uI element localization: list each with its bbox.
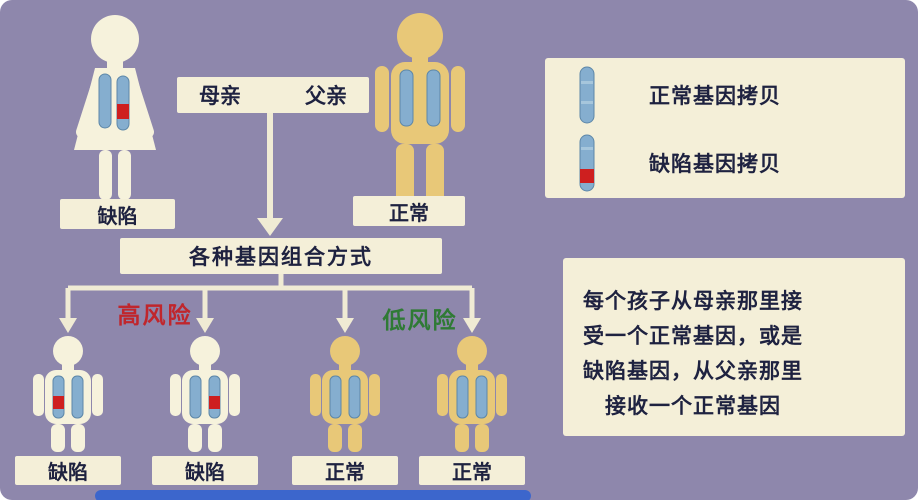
- low-risk-label: 低风险: [382, 307, 458, 333]
- description-line-2: 受一个正常基因，或是: [583, 325, 803, 348]
- high-risk-label: 高风险: [117, 302, 193, 328]
- child-status-label: 缺陷: [152, 456, 258, 485]
- legend-panel: 正常基因拷贝 缺陷基因拷贝: [545, 58, 905, 198]
- description-panel: 每个孩子从母亲那里接 受一个正常基因，或是 缺陷基因，从父亲那里 接收一个正常基…: [563, 258, 905, 436]
- parents-label-box: 母亲 父亲: [177, 77, 369, 113]
- down-arrow-icon: [257, 113, 283, 236]
- normal-chromosome-icon: [475, 375, 488, 419]
- father-figure: [365, 10, 475, 213]
- child-figure-2: [165, 336, 245, 459]
- child-figure-4: [432, 336, 512, 459]
- bottom-blue-bar: [95, 490, 531, 500]
- branch-tree: [59, 274, 481, 333]
- defective-chromosome-icon: [52, 375, 65, 419]
- normal-chromosome-icon: [399, 69, 414, 127]
- child-status-label: 正常: [419, 456, 525, 485]
- normal-chromosome-icon: [456, 375, 469, 419]
- description-line-3: 缺陷基因，从父亲那里: [583, 360, 803, 383]
- mother-status-label: 缺陷: [60, 199, 175, 229]
- defective-chromosome-icon: [208, 375, 221, 419]
- description-line-1: 每个孩子从母亲那里接: [583, 290, 803, 313]
- child-status-label: 正常: [292, 456, 398, 485]
- normal-chromosome-icon: [579, 66, 595, 124]
- father-label: 父亲: [305, 85, 347, 108]
- legend-defective-label: 缺陷基因拷贝: [649, 153, 781, 176]
- mother-label: 母亲: [199, 85, 241, 108]
- mother-silhouette: [74, 15, 156, 200]
- legend-normal-label: 正常基因拷贝: [649, 85, 781, 108]
- description-line-4: 接收一个正常基因: [605, 395, 781, 418]
- combination-box: 各种基因组合方式: [120, 238, 442, 274]
- normal-chromosome-icon: [98, 73, 112, 129]
- child-silhouette: [33, 336, 103, 452]
- normal-chromosome-icon: [189, 375, 202, 419]
- child-silhouette: [310, 336, 380, 452]
- normal-chromosome-icon: [426, 69, 441, 127]
- legend-row-defective: 缺陷基因拷贝: [545, 132, 905, 194]
- father-silhouette: [375, 13, 465, 206]
- mother-figure: [55, 12, 175, 212]
- child-silhouette: [437, 336, 507, 452]
- child-figure-1: [28, 336, 108, 459]
- child-status-label: 缺陷: [15, 456, 121, 485]
- defective-chromosome-icon: [116, 75, 130, 131]
- child-figure-3: [305, 336, 385, 459]
- father-status-label: 正常: [353, 196, 465, 226]
- normal-chromosome-icon: [348, 375, 361, 419]
- legend-row-normal: 正常基因拷贝: [545, 64, 905, 126]
- defective-chromosome-icon: [579, 134, 595, 192]
- normal-chromosome-icon: [71, 375, 84, 419]
- normal-chromosome-icon: [329, 375, 342, 419]
- child-silhouette: [170, 336, 240, 452]
